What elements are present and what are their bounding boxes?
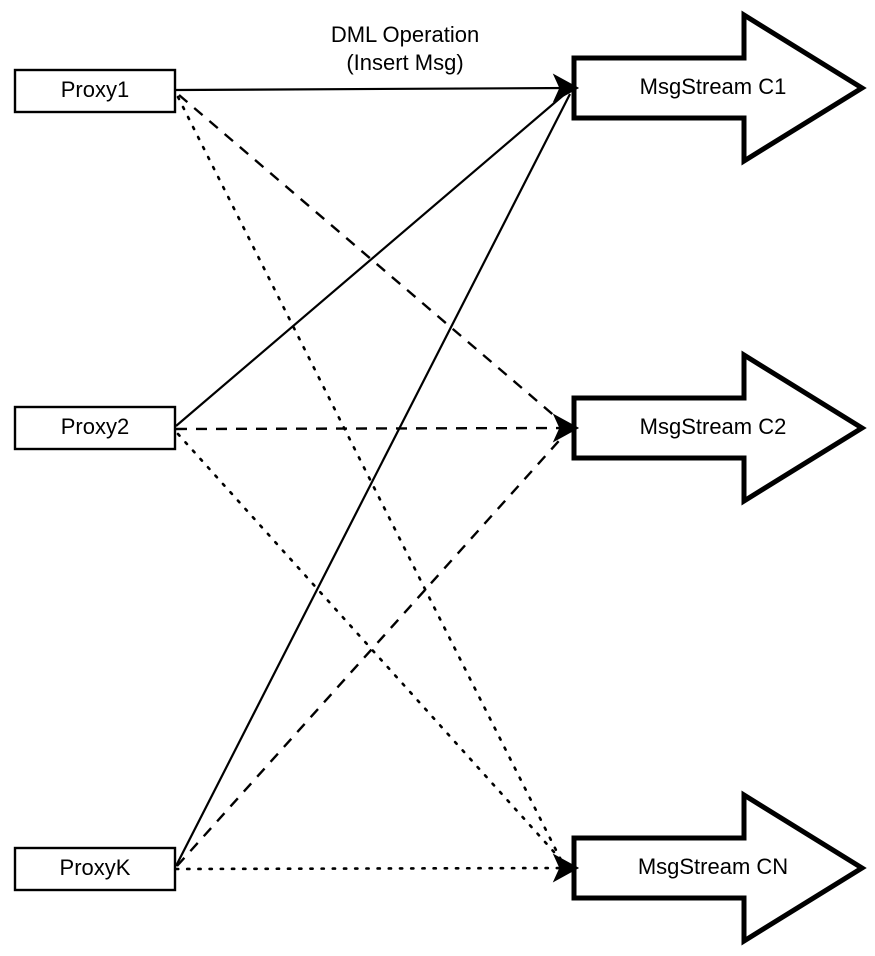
proxy-node-proxyk[interactable]: ProxyK [13, 846, 177, 892]
stream-node-stream_c1[interactable]: MsgStream C1 [571, 10, 867, 166]
proxy-label: Proxy2 [61, 414, 129, 439]
arrowhead-icon-head-c1 [552, 73, 580, 103]
link-proxy1-to-c1 [175, 86, 569, 92]
edge-caption: DML Operation (Insert Msg) [331, 22, 479, 75]
proxy-node-proxy2[interactable]: Proxy2 [13, 405, 177, 451]
arrowheads-layer [552, 73, 580, 883]
link-proxyk-to-cn [174, 866, 566, 871]
proxy-box-rect [13, 405, 177, 451]
edge-caption-line-2: (Insert Msg) [346, 50, 463, 75]
link-proxy1-to-cn [176, 95, 564, 864]
arrowhead-icon-head-c2 [552, 413, 580, 443]
proxy-label: ProxyK [60, 855, 131, 880]
stream-label: MsgStream CN [638, 854, 788, 879]
link-proxy2-to-c1 [175, 92, 567, 427]
link-proxyk-to-c2 [176, 432, 567, 867]
proxy-node-proxy1[interactable]: Proxy1 [13, 68, 177, 114]
proxy-box-rect [13, 846, 177, 892]
link-proxy2-to-c2 [175, 426, 567, 431]
edge-caption-line-1: DML Operation [331, 22, 479, 47]
links-layer [174, 86, 571, 871]
stream-arrow-shape [571, 350, 867, 506]
streams-layer: MsgStream C1 MsgStream C2 MsgStream CN [571, 10, 867, 946]
proxy-label: Proxy1 [61, 77, 129, 102]
stream-node-stream_c2[interactable]: MsgStream C2 [571, 350, 867, 506]
stream-arrow-shape [571, 790, 867, 946]
stream-node-stream_cn[interactable]: MsgStream CN [571, 790, 867, 946]
stream-label: MsgStream C2 [640, 414, 787, 439]
stream-label: MsgStream C1 [640, 74, 787, 99]
link-proxy1-to-c2 [178, 94, 565, 425]
link-proxyk-to-c1 [175, 93, 571, 867]
proxy-box-rect [13, 68, 177, 114]
arrowhead-icon-head-cn [552, 853, 580, 883]
link-proxy2-to-cn [176, 432, 565, 864]
stream-arrow-shape [571, 10, 867, 166]
